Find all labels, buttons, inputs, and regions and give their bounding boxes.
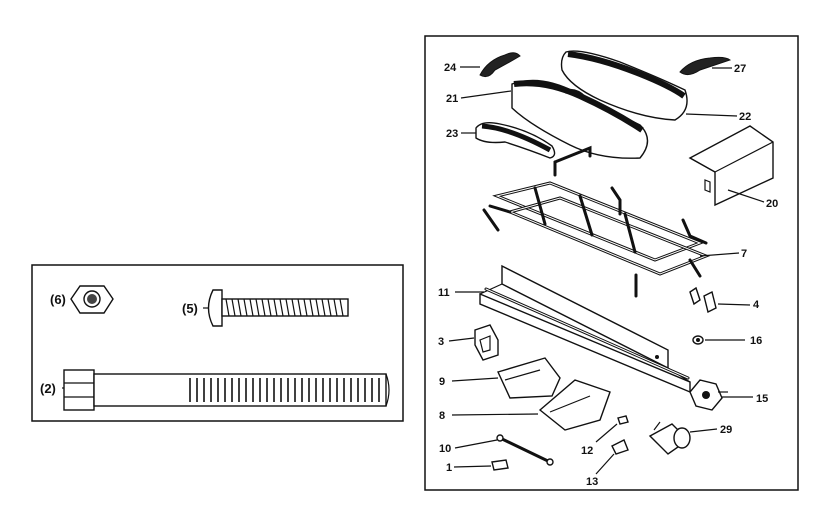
clip-4-icon	[689, 286, 717, 314]
fitting-16-icon	[692, 335, 704, 345]
label-22: 22	[739, 111, 751, 123]
screw-thread	[291, 298, 296, 317]
front-log-21-icon	[511, 79, 649, 159]
screw-thread	[309, 298, 314, 317]
label-27: 27	[734, 63, 746, 75]
truss-head-screw-icon	[207, 289, 349, 327]
igniter-29-icon	[648, 421, 691, 455]
ember-piece-27-icon	[679, 56, 732, 76]
label-23: 23	[446, 128, 458, 140]
ember-bag-9-icon	[497, 357, 561, 399]
heat-shield-20-icon	[688, 125, 774, 207]
valve-15-icon	[689, 379, 728, 411]
screw-thread	[321, 298, 326, 317]
screw-thread	[255, 298, 260, 317]
screw-thread	[315, 298, 320, 317]
clip-13-icon	[611, 439, 629, 455]
ember-piece-24-icon	[479, 52, 521, 78]
label-1: 1	[446, 462, 452, 474]
screw-label: (5)	[182, 301, 198, 316]
label-3: 3	[438, 336, 444, 348]
hex-bolt-icon	[63, 369, 390, 411]
label-29: 29	[720, 424, 732, 436]
hardware-panel: (6) (5) (2)	[31, 264, 404, 422]
label-10: 10	[439, 443, 451, 455]
sand-bag-8-icon	[538, 379, 611, 431]
screw-thread	[327, 298, 332, 317]
label-12: 12	[581, 445, 593, 457]
screw-thread	[303, 298, 308, 317]
screw-thread	[231, 298, 236, 317]
label-24: 24	[444, 62, 457, 74]
screw-thread	[243, 298, 248, 317]
screw-thread	[339, 298, 344, 317]
bolt-1-icon	[491, 459, 509, 471]
label-4: 4	[753, 299, 760, 311]
rear-log-22-icon	[560, 50, 688, 121]
small-log-23-icon	[475, 121, 556, 159]
hardware-panel-border	[31, 264, 404, 422]
nut-label: (6)	[50, 292, 66, 307]
label-20: 20	[766, 198, 778, 210]
screw-thread	[333, 298, 338, 317]
label-8: 8	[439, 410, 445, 422]
rod-10-icon	[496, 434, 554, 466]
screw-thread	[297, 298, 302, 317]
screw-thread	[225, 298, 230, 317]
screw-thread	[267, 298, 272, 317]
screw-thread	[273, 298, 278, 317]
label-11: 11	[438, 287, 450, 299]
label-16: 16	[750, 335, 762, 347]
label-9: 9	[439, 376, 445, 388]
bracket-3-icon	[474, 324, 499, 361]
screw-thread	[249, 298, 254, 317]
burner-parts-panel: 24 27 22 21 23	[424, 35, 799, 491]
screw-thread	[285, 298, 290, 317]
label-15: 15	[756, 393, 768, 405]
bolt-label: (2)	[40, 381, 56, 396]
label-21: 21	[446, 93, 458, 105]
label-13: 13	[586, 476, 598, 488]
burner-pan-11-icon	[479, 264, 691, 394]
hex-nut-icon	[70, 285, 114, 314]
screw-thread	[261, 298, 266, 317]
screw-thread	[279, 298, 284, 317]
burner-parts-panel-border	[424, 35, 799, 491]
screw-12-icon	[617, 415, 629, 425]
screw-thread	[237, 298, 242, 317]
label-7: 7	[741, 248, 747, 260]
